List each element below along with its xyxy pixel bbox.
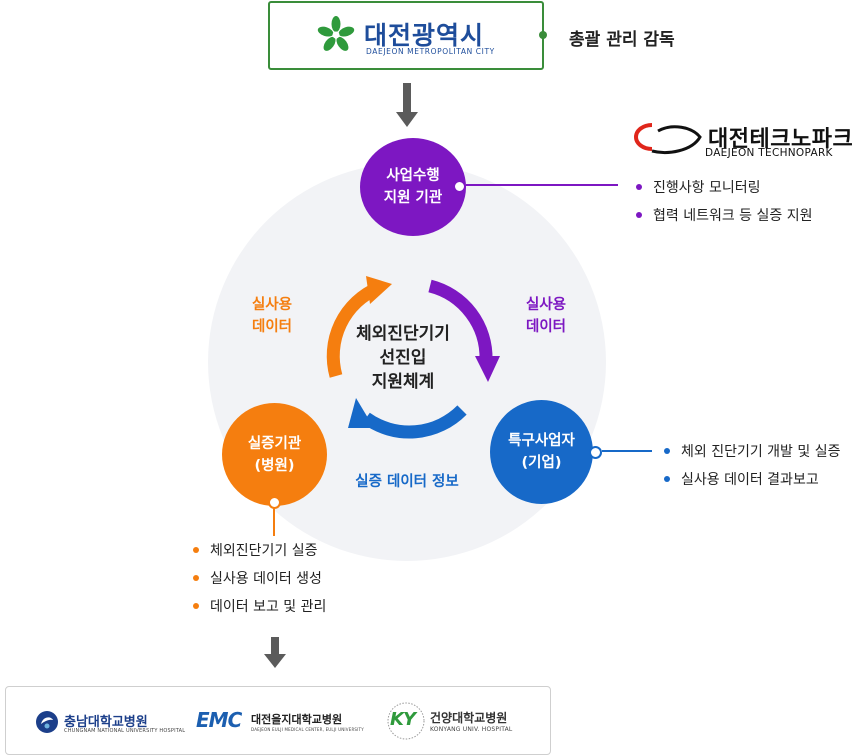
center-title-line2: 선진입 (379, 348, 427, 368)
hospital-name-chungnam: 충남대학교병원 (64, 715, 148, 730)
partner-hospitals-box: 충남대학교병원 CHUNGNAM NATIONAL UNIVERSITY HOS… (5, 686, 551, 755)
flow-label-left: 실사용 데이터 (244, 294, 300, 338)
bullet-dot (664, 448, 670, 454)
flow-left-line2: 데이터 (251, 319, 293, 335)
center-title-line1: 체외진단기기 (356, 324, 450, 344)
flow-label-bottom: 실증 데이터 정보 (355, 474, 459, 490)
list-item: 데이터 보고 및 관리 (193, 592, 326, 620)
company-node: 특구사업자 (기업) (490, 400, 593, 504)
daejeon-city-subtitle: DAEJEON METROPOLITAN CITY (366, 47, 495, 56)
eulji-emc-mark: EMC (196, 708, 242, 732)
support-label-line1: 사업수행 (386, 168, 440, 184)
list-item: 실사용 데이터 생성 (193, 564, 326, 592)
chungnam-hospital-logo-icon (36, 711, 58, 733)
support-duty-list: 진행사항 모니터링 협력 네트워크 등 실증 지원 (636, 173, 812, 229)
daejeon-city-name: 대전광역시 (364, 21, 485, 50)
bullet-dot (636, 212, 642, 218)
technopark-name: 대전테크노파크 (708, 127, 854, 152)
cycle-center-title: 체외진단기기 선진입 지원체계 (348, 322, 458, 394)
orange-arrowhead-icon (366, 276, 392, 304)
company-duty-list: 체외 진단기기 개발 및 실증 실사용 데이터 결과보고 (664, 437, 840, 493)
hospital-duty-list: 체외진단기기 실증 실사용 데이터 생성 데이터 보고 및 관리 (193, 536, 326, 620)
list-item: 체외진단기기 실증 (193, 536, 326, 564)
bullet-dot (664, 476, 670, 482)
daejeon-city-emblem-icon (317, 16, 355, 51)
bullet-dot (636, 184, 642, 190)
bullet-dot (193, 575, 199, 581)
company-label-line2: (기업) (521, 455, 562, 471)
support-duty-text: 협력 네트워크 등 실증 지원 (653, 208, 813, 224)
bullet-dot (193, 603, 199, 609)
support-duty-text: 진행사항 모니터링 (653, 180, 761, 196)
bullet-dot (193, 547, 199, 553)
hospital-sub-eulji: DAEJEON EULJI MEDICAL CENTER, EULJI UNIV… (251, 727, 364, 732)
hospital-name-konyang: 건양대학교병원 (430, 711, 508, 725)
city-connector-dot (539, 31, 547, 39)
support-label-line2: 지원 기관 (383, 190, 443, 206)
list-item: 진행사항 모니터링 (636, 173, 812, 201)
hospital-label-line2: (병원) (254, 457, 295, 474)
support-connector-line (466, 184, 618, 186)
technopark-subtitle: DAEJEON TECHNOPARK (705, 147, 833, 159)
list-item: 협력 네트워크 등 실증 지원 (636, 201, 812, 229)
flow-right-line1: 실사용 (525, 297, 567, 313)
company-duty-text: 실사용 데이터 결과보고 (681, 472, 819, 488)
arrow-down-icon (396, 83, 418, 127)
flow-left-line1: 실사용 (251, 297, 293, 313)
konyang-hospital-seal-icon (387, 702, 425, 740)
company-label-line1: 특구사업자 (508, 433, 575, 449)
hospital-label-line1: 실증기관 (247, 435, 302, 452)
hospital-duty-text: 데이터 보고 및 관리 (210, 599, 327, 615)
technopark-logo-icon (634, 123, 702, 154)
center-title-line3: 지원체계 (371, 372, 435, 392)
city-role-text: 총괄 관리 감독 (569, 30, 675, 50)
hospital-duty-text: 실사용 데이터 생성 (210, 571, 322, 587)
flow-label-right: 실사용 데이터 (518, 294, 574, 338)
blue-arrowhead-icon (348, 398, 374, 428)
hospital-connector-line (273, 508, 275, 536)
company-duty-text: 체외 진단기기 개발 및 실증 (681, 444, 841, 460)
hospital-sub-chungnam: CHUNGNAM NATIONAL UNIVERSITY HOSPITAL (64, 728, 186, 734)
purple-arrowhead-icon (475, 356, 500, 382)
company-connector-line (602, 450, 652, 452)
support-connector-dot (453, 180, 466, 193)
list-item: 체외 진단기기 개발 및 실증 (664, 437, 840, 465)
list-item: 실사용 데이터 결과보고 (664, 465, 840, 493)
flow-right-line2: 데이터 (525, 319, 567, 335)
cycle-arrows (326, 276, 500, 439)
hospital-node: 실증기관 (병원) (222, 403, 327, 506)
hospital-duty-text: 체외진단기기 실증 (210, 543, 318, 559)
arrow-down-icon (264, 637, 286, 668)
support-agency-node: 사업수행 지원 기관 (360, 138, 466, 236)
company-connector-dot (589, 446, 602, 459)
hospital-name-eulji: 대전을지대학교병원 (251, 713, 343, 726)
konyang-ky-mark: KY (390, 709, 416, 730)
hospital-sub-konyang: KONYANG UNIV. HOSPITAL (430, 726, 513, 733)
daejeon-city-box: 대전광역시 DAEJEON METROPOLITAN CITY (268, 1, 544, 70)
